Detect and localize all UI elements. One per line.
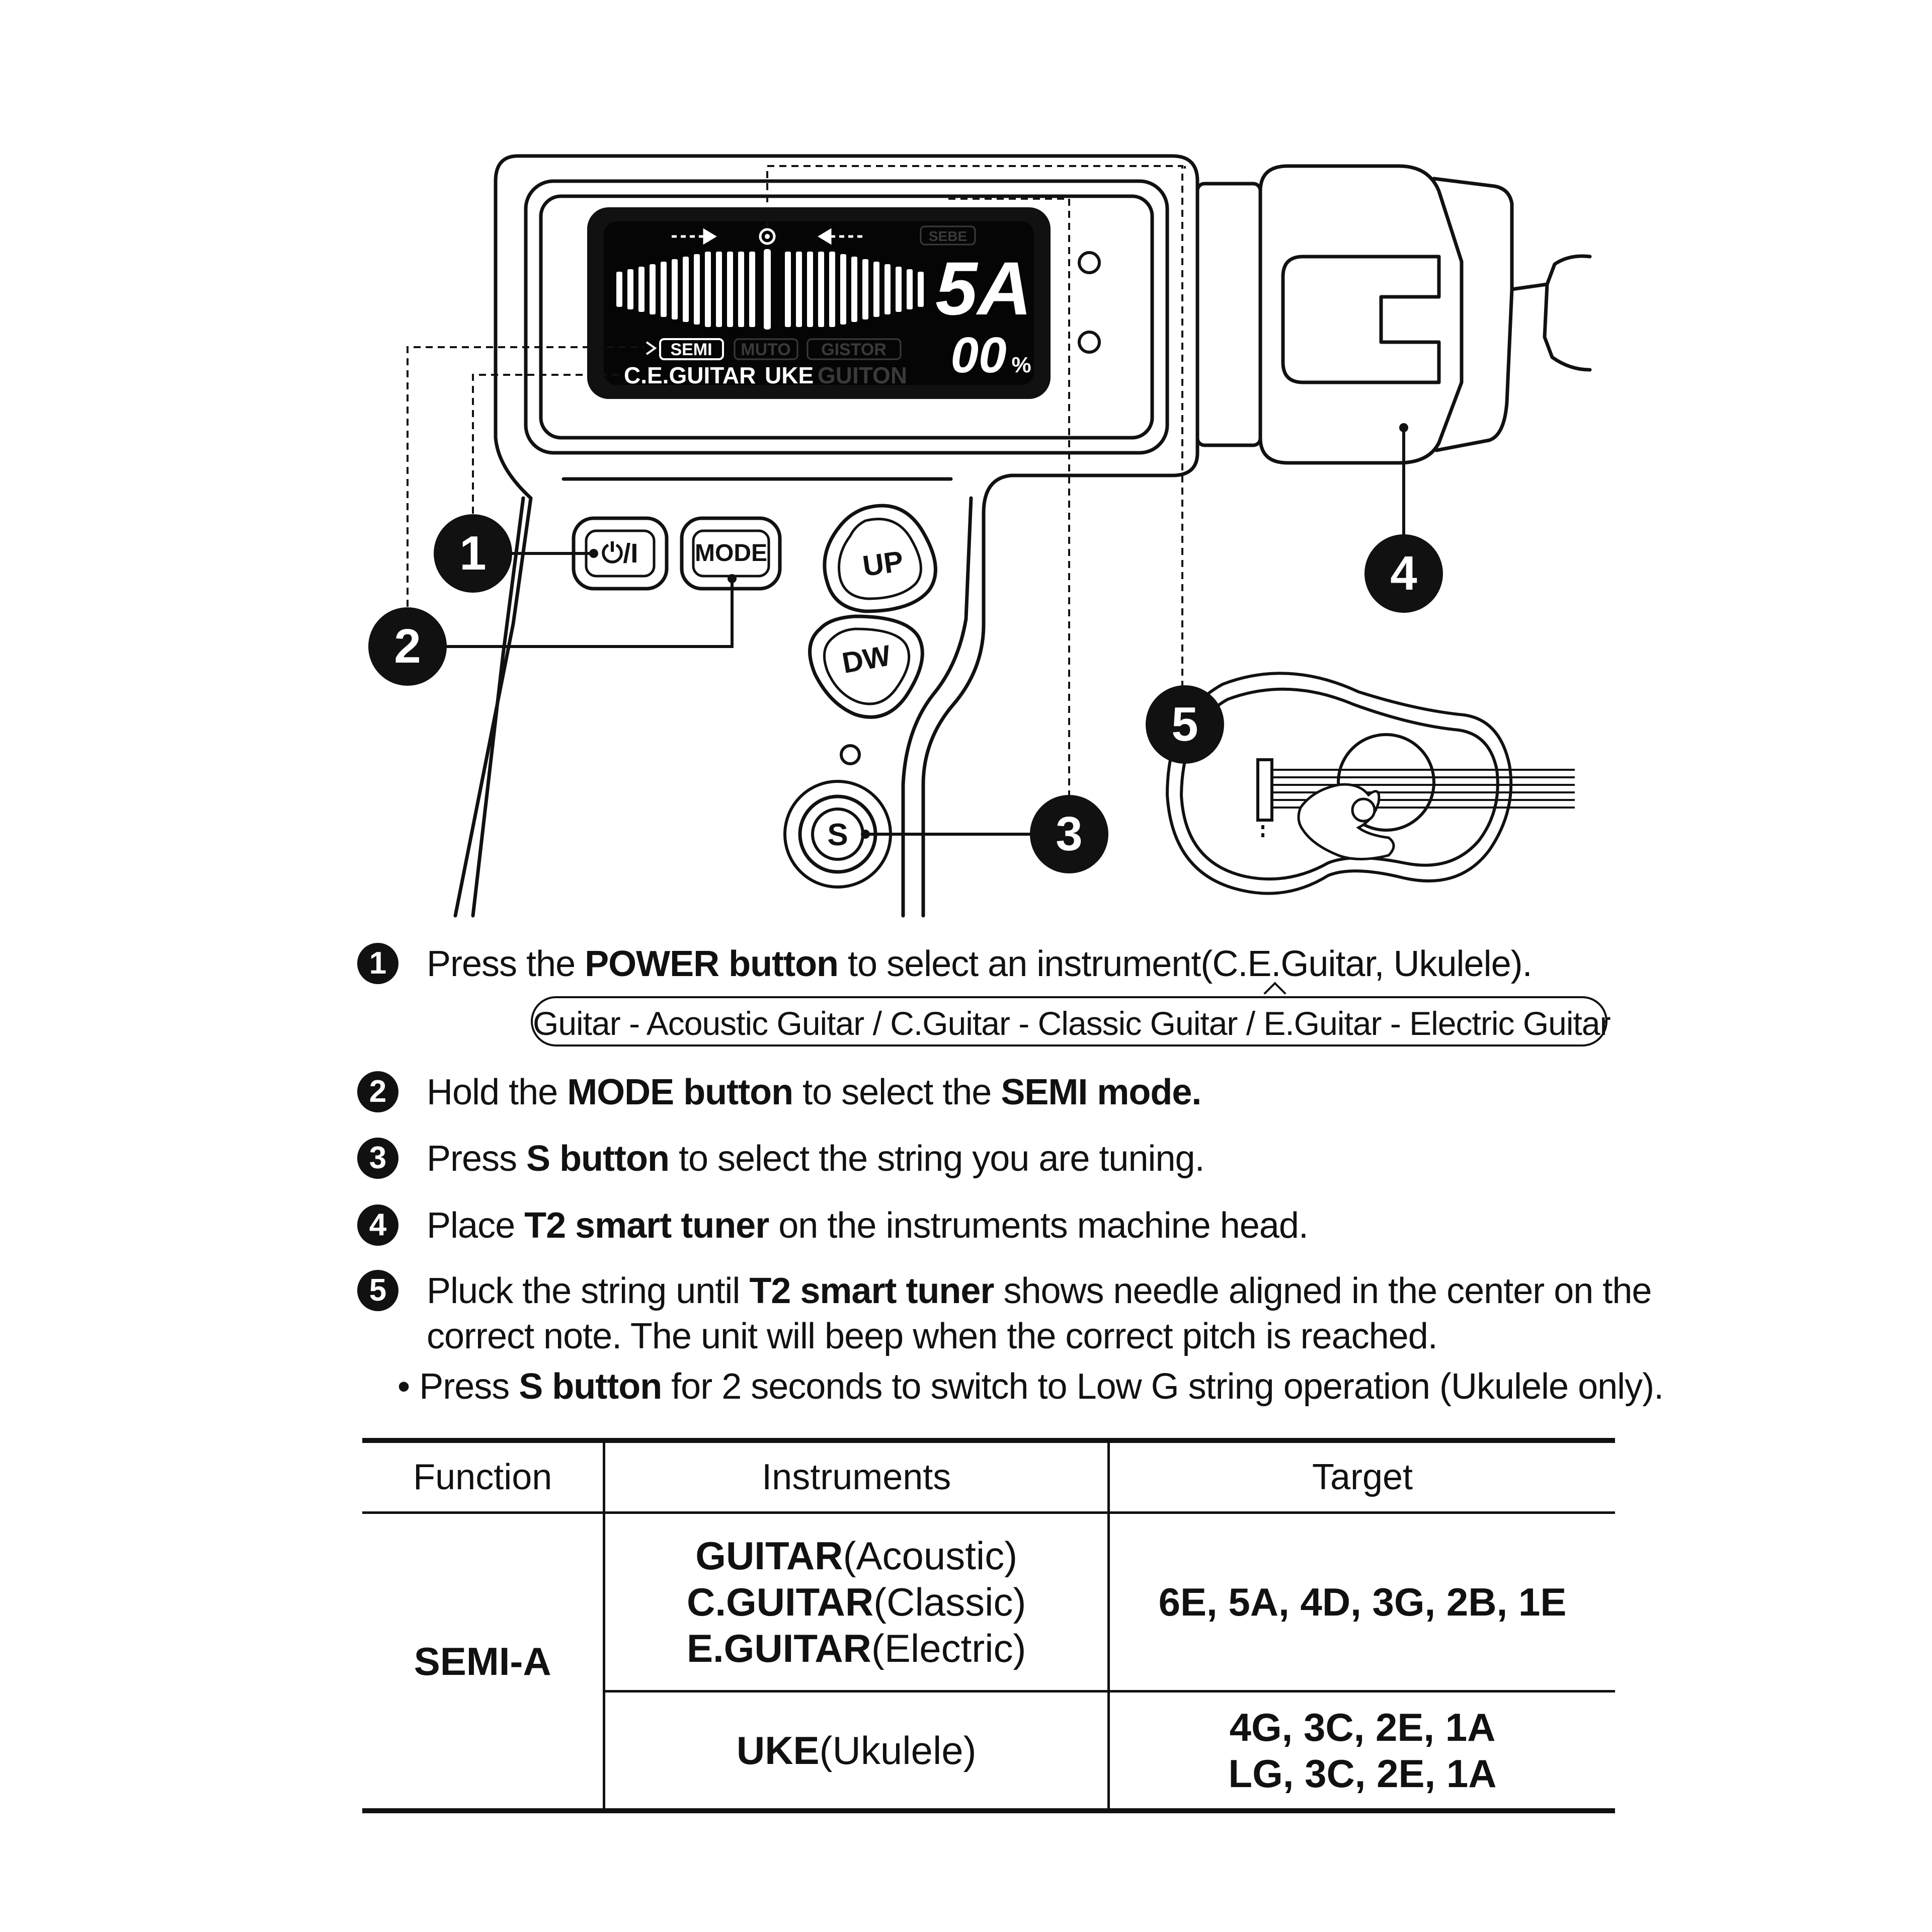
header-function: Function (362, 1438, 606, 1514)
meter-bar (907, 269, 913, 309)
instrument-note: Guitar - Acoustic Guitar / C.Guitar - Cl… (531, 996, 1611, 1046)
callout-4: 4 (1364, 534, 1443, 613)
svg-text:4: 4 (1390, 546, 1417, 600)
meter-bar (918, 272, 924, 307)
table-row: UKE(Ukulele) 4G, 3C, 2E, 1A LG, 3C, 2E, … (362, 1691, 1615, 1813)
svg-text:2: 2 (394, 619, 421, 673)
tuning-needle (759, 228, 776, 330)
power-button-label: ⏻/I (602, 538, 638, 569)
up-button-label: UP (861, 545, 906, 583)
meter-bar (896, 267, 902, 312)
meter-bar (785, 252, 791, 327)
lcd-percent: 00 (950, 327, 1006, 383)
meter-bar (627, 269, 633, 309)
lcd-mode-gistor: GISTOR (821, 340, 887, 359)
meter-bar (694, 254, 700, 325)
step-5-text-line2: correct note. The unit will beep when th… (427, 1316, 1438, 1356)
step-1-text: Press the POWER button to select an inst… (427, 944, 1533, 984)
step-3-text: Press S button to select the string you … (427, 1139, 1205, 1179)
meter-bar (727, 252, 733, 327)
meter-bar (873, 262, 879, 317)
lcd-note: 5A (935, 246, 1032, 331)
low-g-bullet: • Press S button for 2 seconds to switch… (397, 1366, 1664, 1407)
down-button[interactable]: DW (808, 614, 924, 719)
header-target: Target (1108, 1438, 1615, 1514)
table-header-row: Function Instruments Target (362, 1438, 1615, 1514)
meter-bar (705, 252, 711, 327)
callout-2: 2 (368, 607, 447, 686)
meter-bar (672, 259, 678, 319)
lcd-mode-row: SEMI MUTO GISTOR (646, 338, 902, 360)
tuner-body-outline (453, 154, 1199, 918)
step-5-number: 5 (357, 1270, 398, 1311)
lcd-instrument-ceguitar: C.E.GUITAR (624, 362, 756, 388)
meter-bar (807, 252, 813, 327)
tuner-clamp (1258, 164, 1464, 465)
callout-1: 1 (434, 514, 512, 593)
step-1-number: 1 (357, 943, 398, 984)
meter-bar (683, 257, 689, 322)
tuning-targets-table: Function Instruments Target SEMI-A GUITA… (362, 1438, 1615, 1813)
step-3-number: 3 (357, 1138, 398, 1179)
instruments-cell: UKE(Ukulele) (604, 1691, 1110, 1813)
s-button-label: S (827, 818, 848, 852)
tuner-diagram: SEBE 5A 00 % SEMI MUTO GISTOR C.E.GUITAR… (368, 154, 1592, 918)
instruments-cell: GUITAR(Acoustic) C.GUITAR(Classic) E.GUI… (604, 1512, 1110, 1693)
arrow-right-icon (672, 228, 717, 245)
lcd-mode-muto: MUTO (741, 340, 790, 359)
meter-bar (884, 264, 891, 314)
instrument-cguitar: C.GUITAR(Classic) (686, 1580, 1026, 1624)
target-cell: 6E, 5A, 4D, 3G, 2B, 1E (1108, 1512, 1615, 1693)
callout-5: 5 (1146, 685, 1224, 764)
meter-bar (638, 267, 645, 312)
lcd-percent-sign: % (1011, 353, 1031, 377)
step-2-text: Hold the MODE button to select the SEMI … (427, 1072, 1201, 1112)
step-4-number: 4 (357, 1204, 398, 1246)
step-4-text: Place T2 smart tuner on the instruments … (427, 1205, 1309, 1246)
up-button[interactable]: UP (823, 504, 937, 613)
meter-bar (829, 252, 835, 327)
meter-bar (862, 259, 868, 319)
meter-bar (818, 252, 824, 327)
meter-bar (661, 262, 667, 317)
meter-bar (616, 272, 622, 307)
header-instruments: Instruments (604, 1438, 1110, 1514)
lcd-instrument-uke: UKE (765, 362, 814, 388)
meter-bar (716, 252, 722, 327)
lcd-instrument-guiton: GUITON (818, 362, 907, 388)
arrow-left-icon (818, 228, 863, 245)
meter-bar (738, 252, 744, 327)
lcd-corner-label: SEBE (929, 228, 967, 244)
instrument-eguitar: E.GUITAR(Electric) (686, 1626, 1026, 1670)
tuning-meter-bars (616, 252, 924, 327)
instrument-uke: UKE(Ukulele) (736, 1728, 977, 1773)
lcd-instrument-row: C.E.GUITAR UKE GUITON (624, 362, 907, 388)
svg-text:1: 1 (459, 526, 486, 580)
svg-text:5: 5 (1171, 697, 1198, 751)
table-row: SEMI-A GUITAR(Acoustic) C.GUITAR(Classic… (362, 1512, 1615, 1813)
meter-bar (851, 257, 857, 322)
target-cell: 4G, 3C, 2E, 1A LG, 3C, 2E, 1A (1108, 1691, 1615, 1813)
step-5-text: Pluck the string until T2 smart tuner sh… (427, 1271, 1652, 1311)
svg-text:3: 3 (1056, 807, 1082, 861)
power-button[interactable]: ⏻/I (572, 516, 669, 591)
function-cell: SEMI-A (362, 1512, 606, 1813)
instrument-guitar: GUITAR(Acoustic) (695, 1534, 1018, 1578)
meter-bar (796, 252, 802, 327)
meter-bar (840, 254, 846, 325)
s-button[interactable]: S (783, 780, 892, 889)
lcd-mode-semi: SEMI (670, 340, 712, 359)
meter-bar (650, 264, 656, 314)
callout-3: 3 (1030, 795, 1108, 873)
mode-button-label: MODE (695, 540, 767, 567)
ukulele-illustration (1165, 672, 1575, 895)
meter-bar (749, 252, 755, 327)
step-2-number: 2 (357, 1071, 398, 1112)
